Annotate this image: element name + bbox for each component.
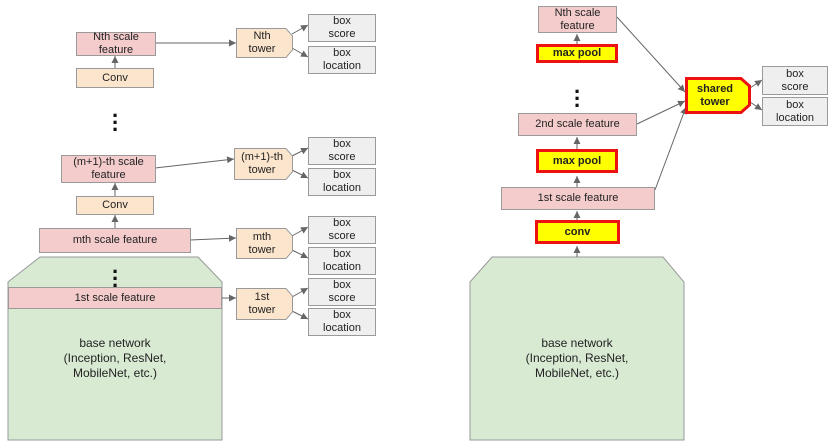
- shared-tower-shape: [685, 77, 751, 114]
- right-base-network-shape: [469, 256, 685, 441]
- right-arrow: [654, 106, 687, 191]
- right-conv: conv: [535, 220, 620, 244]
- left-nth-box-location: box location: [308, 46, 376, 74]
- left-mth-scale-feature: mth scale feature: [39, 228, 191, 253]
- left-mth-box-location: box location: [308, 247, 376, 275]
- left-conv-top: Conv: [76, 68, 154, 88]
- left-vertical-ellipsis: ...: [111, 97, 119, 136]
- left-1st-box-score: box score: [308, 278, 376, 306]
- left-mth-box-score: box score: [308, 216, 376, 244]
- left-arrow: [291, 310, 309, 320]
- left-m1-box-score: box score: [308, 137, 376, 165]
- left-1st-box-location: box location: [308, 308, 376, 336]
- left-m1-tower: (m+1)-th tower: [241, 151, 283, 176]
- right-arrow: [749, 101, 763, 111]
- left-arrow: [291, 47, 309, 58]
- left-arrow: [291, 169, 309, 179]
- left-nth-box-score: box score: [308, 14, 376, 42]
- right-max-pool-top: max pool: [536, 44, 618, 63]
- right-1st-scale-feature: 1st scale feature: [501, 187, 655, 210]
- right-nth-scale-feature: Nth scale feature: [538, 6, 617, 33]
- left-arrow: [291, 226, 309, 237]
- right-2nd-scale-feature: 2nd scale feature: [518, 113, 637, 136]
- right-max-pool-bottom: max pool: [536, 149, 618, 173]
- left-vertical-ellipsis-2: ...: [111, 253, 119, 292]
- shared-tower: shared tower: [696, 82, 734, 108]
- left-arrow: [291, 24, 309, 35]
- left-arrow: [291, 249, 309, 259]
- left-1st-tower: 1st tower: [248, 291, 276, 316]
- left-nth-tower: Nth tower: [248, 30, 276, 55]
- left-m1-scale-feature: (m+1)-th scale feature: [61, 155, 156, 183]
- right-box-location: box location: [762, 97, 828, 126]
- left-1st-scale-feature: 1st scale feature: [8, 287, 222, 309]
- right-arrow: [749, 79, 763, 89]
- right-box-score: box score: [762, 66, 828, 95]
- left-arrow: [291, 287, 309, 298]
- left-m1-box-location: box location: [308, 168, 376, 196]
- left-1st-tower-shape: [236, 288, 293, 320]
- left-mth-tower-shape: [236, 228, 293, 259]
- left-conv-bottom: Conv: [76, 196, 154, 215]
- left-nth-scale-feature: Nth scale feature: [76, 31, 156, 56]
- right-base-network-label: base network (Inception, ResNet, MobileN…: [525, 336, 629, 380]
- left-base-network-label: base network (Inception, ResNet, MobileN…: [63, 336, 167, 380]
- right-arrow: [636, 100, 686, 125]
- left-arrow: [291, 147, 309, 157]
- left-nth-tower-shape: [236, 28, 293, 58]
- right-arrow: [616, 16, 686, 93]
- left-arrow: [154, 156, 235, 169]
- left-arrow: [189, 234, 237, 242]
- left-mth-tower: mth tower: [248, 230, 276, 256]
- right-vertical-ellipsis: ...: [573, 73, 581, 112]
- left-m1-tower-shape: [234, 148, 293, 180]
